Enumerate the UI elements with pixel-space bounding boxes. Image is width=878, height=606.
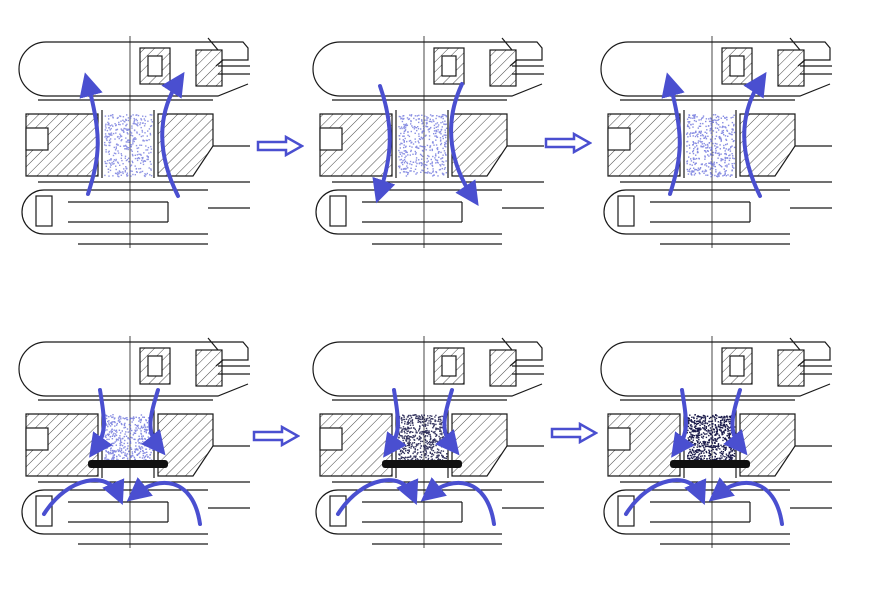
step-arrow-icon (256, 135, 304, 157)
drawing-lines (18, 36, 250, 248)
diagram-panel-top-1 (18, 36, 250, 248)
drawing-lines (600, 36, 832, 248)
material-fill (686, 414, 736, 466)
material-fill (104, 414, 154, 466)
diagram-panel-bottom-1 (18, 336, 250, 548)
drawing-lines (600, 336, 832, 548)
seal-ring (382, 460, 462, 468)
flow-arrows (336, 388, 496, 526)
step-arrow-icon (550, 422, 598, 444)
flow-arrows (661, 71, 767, 198)
diagram-panel-top-3 (600, 36, 832, 248)
drawing-lines (312, 36, 544, 248)
flow-arrows (79, 71, 185, 198)
drawing-lines (18, 336, 250, 548)
seal-ring (88, 460, 168, 468)
material-fill (398, 414, 448, 466)
diagram-panel-bottom-3 (600, 336, 832, 548)
seal-ring (670, 460, 750, 468)
flow-arrows (624, 388, 784, 526)
flow-arrows (372, 82, 479, 206)
material-fill (686, 114, 736, 178)
diagram-panel-top-2 (312, 36, 544, 248)
diagram-panel-bottom-2 (312, 336, 544, 548)
step-arrow-icon (252, 425, 300, 447)
material-fill (398, 114, 448, 177)
material-fill (104, 114, 153, 178)
drawing-lines (312, 336, 544, 548)
step-arrow-icon (544, 132, 592, 154)
flow-arrows (42, 388, 202, 526)
